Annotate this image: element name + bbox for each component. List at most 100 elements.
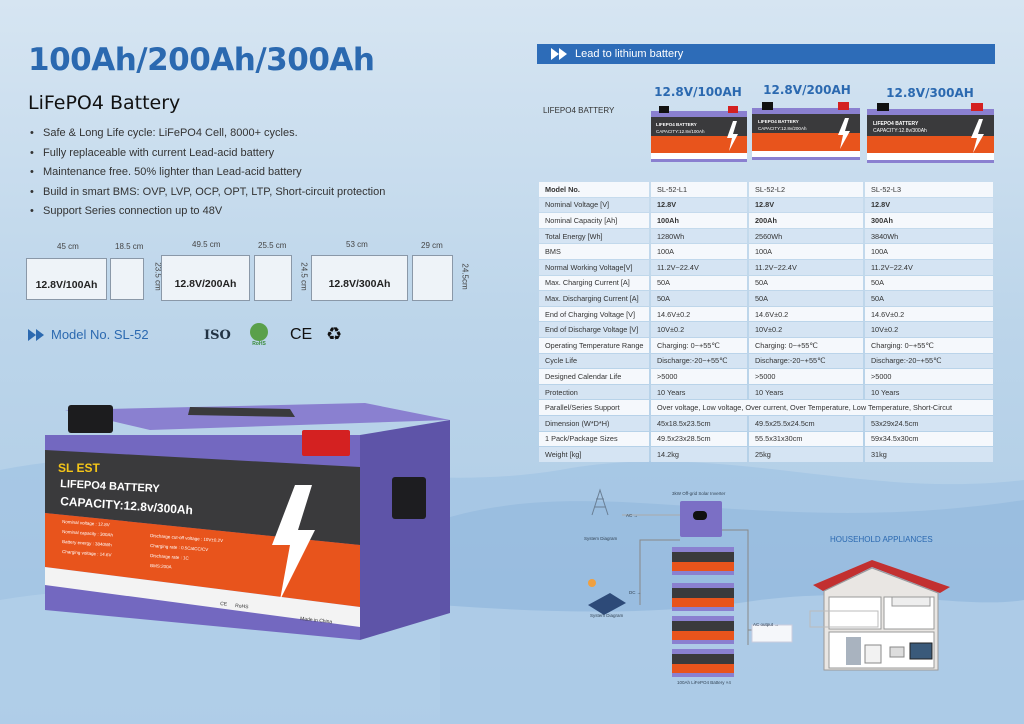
solar-label: System Diagram [590, 613, 624, 618]
table-row-label: Model No. [539, 182, 649, 197]
ac-output-label: AC output → [753, 622, 779, 627]
model-title: 12.8V/100AH [654, 85, 742, 99]
lightning-icon [272, 485, 315, 600]
handle [392, 477, 426, 519]
table-cell: 11.2V~22.4V [651, 259, 747, 275]
label-spec: Discharge rate : 1C [150, 553, 190, 561]
table-cell: >5000 [865, 369, 993, 384]
label-spec: BMS:200A [150, 563, 172, 569]
table-cell: 10 Years [865, 384, 993, 400]
table-cell: 200Ah [749, 213, 863, 228]
label-spec: Charging voltage : 14.6V [62, 549, 112, 557]
iso-icon: ISO [204, 328, 231, 343]
table-row-label: Normal Working Voltage[V] [539, 259, 649, 275]
table-cell: 10V±0.2 [749, 322, 863, 337]
table-cell: 11.2V~22.4V [749, 259, 863, 275]
table-row-label: Weight [kg] [539, 447, 649, 462]
front-view-300ah: 12.8V/300Ah [311, 255, 408, 301]
table-cell: 50A [749, 275, 863, 291]
table-cell: 100A [865, 244, 993, 259]
rohs-mark: RoHS [235, 603, 250, 610]
feature-list: Safe & Long Life cycle: LiFePO4 Cell, 80… [30, 124, 385, 222]
svg-text:LIFEPO4 BATTERY: LIFEPO4 BATTERY [656, 122, 697, 127]
product-subtitle: LiFePO4 Battery [28, 92, 181, 114]
table-cell: 10V±0.2 [651, 322, 747, 337]
table-cell: SL-52-L3 [865, 182, 993, 197]
table-cell: >5000 [749, 369, 863, 384]
table-cell: >5000 [651, 369, 747, 384]
table-cell: Charging: 0~+55℃ [651, 337, 747, 353]
svg-text:CAPACITY:12.8v/300Ah: CAPACITY:12.8v/300Ah [873, 128, 927, 134]
label-orange-band [45, 513, 360, 607]
double-chevron-icon [28, 328, 44, 341]
table-cell: 10V±0.2 [865, 322, 993, 337]
label-spec: Battery energy : 3840Wh [62, 539, 113, 547]
table-cell: 1280Wh [651, 228, 747, 244]
front-view-100ah: 12.8V/100Ah [26, 258, 107, 300]
table-row-label: 1 Pack/Package Sizes [539, 431, 649, 447]
table-row-label: Dimension (W*D*H) [539, 415, 649, 431]
feature-item: Fully replaceable with current Lead-acid… [30, 144, 385, 164]
double-chevron-icon [551, 48, 567, 60]
table-cell: 12.8V [651, 197, 747, 213]
svg-text:CAPACITY:12.8v/200Ah: CAPACITY:12.8v/200Ah [758, 126, 807, 131]
table-cell: 49.5x23x28.5cm [651, 431, 747, 447]
battery-bank [672, 547, 734, 677]
table-cell: 50A [749, 291, 863, 306]
made-in-china: Made in China [300, 616, 333, 625]
table-cell: 50A [651, 291, 747, 306]
table-row-label: Operating Temperature Range [539, 337, 649, 353]
height-label: 24.5cm [460, 263, 470, 290]
ce-icon: CE [290, 326, 313, 343]
table-row-label: Max. Charging Current [A] [539, 275, 649, 291]
table-cell: 59x34.5x30cm [865, 431, 993, 447]
table-row-label: Max. Discharging Current [A] [539, 291, 649, 306]
table-row: Designed Calendar Life>5000>5000>5000 [539, 369, 993, 384]
table-cell: 50A [865, 291, 993, 306]
width-label: 53 cm [346, 240, 368, 249]
table-row-label: BMS [539, 244, 649, 259]
table-cell: 12.8V [749, 197, 863, 213]
table-cell: 100A [749, 244, 863, 259]
table-cell: 25kg [749, 447, 863, 462]
positive-terminal [302, 430, 350, 456]
depth-label: 18.5 cm [115, 242, 144, 251]
table-cell: 55.5x31x30cm [749, 431, 863, 447]
label-spec: Nominal capacity : 300Ah [62, 529, 114, 538]
table-row-label: End of Charging Voltage [V] [539, 306, 649, 322]
model-title: 12.8V/300AH [886, 86, 974, 100]
table-cell: Discharge:-20~+55℃ [749, 353, 863, 369]
table-cell: 14.6V±0.2 [865, 306, 993, 322]
svg-text:RoHS: RoHS [252, 341, 266, 346]
table-row-label: Protection [539, 384, 649, 400]
table-row-label: Total Energy [Wh] [539, 228, 649, 244]
rohs-icon: RoHS [250, 323, 268, 346]
section-header: Lead to lithium battery [537, 44, 995, 64]
recycle-icon: ♻ [326, 324, 343, 344]
label-spec: Charging rate : 0.5CatCC/CV [150, 543, 208, 552]
side-view-100ah [110, 258, 144, 300]
grid-label: System Diagram [584, 536, 618, 541]
table-cell: 100Ah [651, 213, 747, 228]
label-spec: Discharge cut-off voltage : 10V±0.2V [150, 533, 223, 543]
table-row-label: Nominal Capacity [Ah] [539, 213, 649, 228]
table-row-label: Cycle Life [539, 353, 649, 369]
table-cell: 50A [865, 275, 993, 291]
section-header-text: Lead to lithium battery [575, 48, 684, 60]
household-title: HOUSEHOLD APPLIANCES [830, 535, 933, 544]
table-cell: SL-52-L2 [749, 182, 863, 197]
table-cell: 12.8V [865, 197, 993, 213]
battery-bank-label: 100Ah LiFePO4 Battery ×4 [677, 680, 731, 685]
ac-input-label: AC → [626, 513, 639, 518]
table-cell: 100A [651, 244, 747, 259]
